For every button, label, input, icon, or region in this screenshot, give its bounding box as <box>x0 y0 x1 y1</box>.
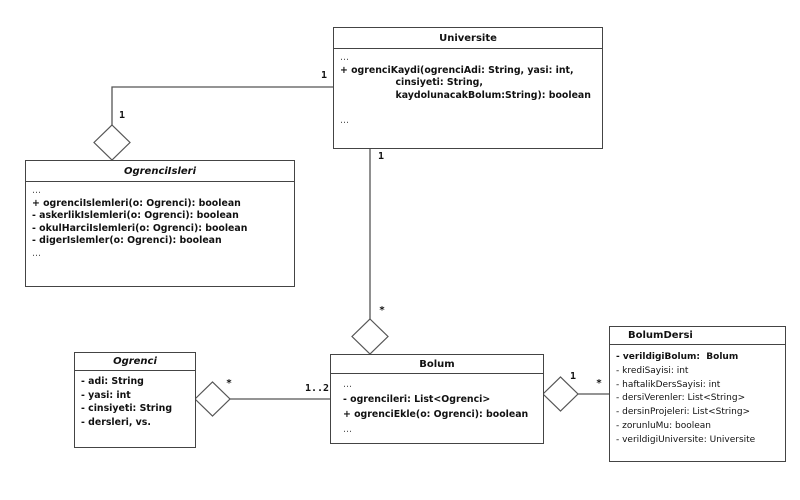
aggregation-diamond-bolum-right <box>542 376 579 412</box>
class-bolum[interactable]: Bolum ... - ogrencileri: List<Ogrenci> + o… <box>330 354 544 444</box>
class-members-bolumdersi: - verildigiBolum: Bolum - krediSayisi: in… <box>610 345 785 451</box>
class-member-line: cinsiyeti: String, <box>340 77 483 89</box>
class-member-line: ... <box>343 424 352 435</box>
aggregation-diamond-ogrenciisleri <box>93 124 131 161</box>
class-members-ogrenci: - adi: String - yasi: int - cinsiyeti: Str… <box>75 371 195 432</box>
multiplicity-bolum-from-universite: * <box>379 305 386 316</box>
class-member-line: + ogrenciKaydi(ogrenciAdi: String, yasi:… <box>340 64 574 76</box>
multiplicity-bolumdersi: * <box>596 378 603 389</box>
class-ogrenci[interactable]: Ogrenci - adi: String - yasi: int - cinsiy… <box>74 352 196 448</box>
aggregation-diamond-ogrenci <box>194 381 231 417</box>
class-name-bolumdersi: BolumDersi <box>610 327 785 345</box>
class-member-line: - zorunluMu: boolean <box>616 420 711 431</box>
class-member-line: - dersiVerenler: List<String> <box>616 393 746 404</box>
multiplicity-ogrenciisleri: 1 <box>119 110 126 121</box>
class-bolumdersi[interactable]: BolumDersi - verildigiBolum: Bolum - kred… <box>609 326 786 462</box>
class-member-line: - verildigiBolum: Bolum <box>616 352 739 362</box>
class-universite[interactable]: Universite ...+ ogrenciKaydi(ogrenciAdi:… <box>333 27 603 149</box>
class-member-line: - okulHarciIslemleri(o: Ogrenci): boolea… <box>32 222 248 234</box>
class-members-ogrenciisleri: ...+ ogrenciIslemleri(o: Ogrenci): boole… <box>26 182 294 264</box>
class-members-universite: ...+ ogrenciKaydi(ogrenciAdi: String, ya… <box>334 49 602 131</box>
class-member-line: ... <box>32 185 41 196</box>
association-universite-ogrenciisleri <box>111 86 333 125</box>
class-member-line: - digerIslemler(o: Ogrenci): boolean <box>32 235 222 247</box>
class-name-ogrenci: Ogrenci <box>75 353 195 371</box>
multiplicity-bolum-to-bolumdersi: 1 <box>570 371 577 382</box>
class-member-line: ... <box>343 379 352 390</box>
class-member-line: + ogrenciEkle(o: Ogrenci): boolean <box>343 409 529 420</box>
class-member-line: ... <box>340 114 349 126</box>
class-name-bolum: Bolum <box>331 355 543 374</box>
class-member-line: - yasi: int <box>81 389 131 401</box>
aggregation-diamond-bolum-top <box>351 318 389 355</box>
class-member-line <box>340 102 596 115</box>
class-member-line: ... <box>340 52 349 63</box>
class-member-line: + ogrenciIslemleri(o: Ogrenci): boolean <box>32 197 241 209</box>
class-member-line: - dersinProjeleri: List<String> <box>616 407 751 418</box>
class-member-line: - adi: String <box>81 376 144 387</box>
class-member-line: - ogrencileri: List<Ogrenci> <box>343 394 491 405</box>
class-member-line: - haftalikDersSayisi: int <box>616 379 721 390</box>
class-member-line: kaydolunacakBolum:String): boolean <box>340 89 591 101</box>
class-member-line: - dersleri, vs. <box>81 416 151 428</box>
class-member-line: ... <box>32 247 41 259</box>
multiplicity-universite-to-bolum: 1 <box>378 151 385 162</box>
multiplicity-ogrenci: * <box>226 378 233 389</box>
class-ogrenciisleri[interactable]: OgrenciIsleri ...+ ogrenciIslemleri(o: O… <box>25 160 295 287</box>
multiplicity-bolum-from-ogrenci: 1..2 <box>305 383 330 394</box>
class-members-bolum: ... - ogrencileri: List<Ogrenci> + ogrenci… <box>331 374 543 440</box>
class-member-line: - verildigiUniversite: Universite <box>616 434 756 445</box>
class-member-line: - askerlikIslemleri(o: Ogrenci): boolean <box>32 210 239 222</box>
class-member-line: - krediSayisi: int <box>616 365 689 376</box>
class-name-ogrenciisleri: OgrenciIsleri <box>26 161 294 182</box>
class-name-universite: Universite <box>334 28 602 49</box>
class-member-line: - cinsiyeti: String <box>81 403 173 414</box>
multiplicity-universite-to-ogrenciisleri: 1 <box>321 70 328 81</box>
